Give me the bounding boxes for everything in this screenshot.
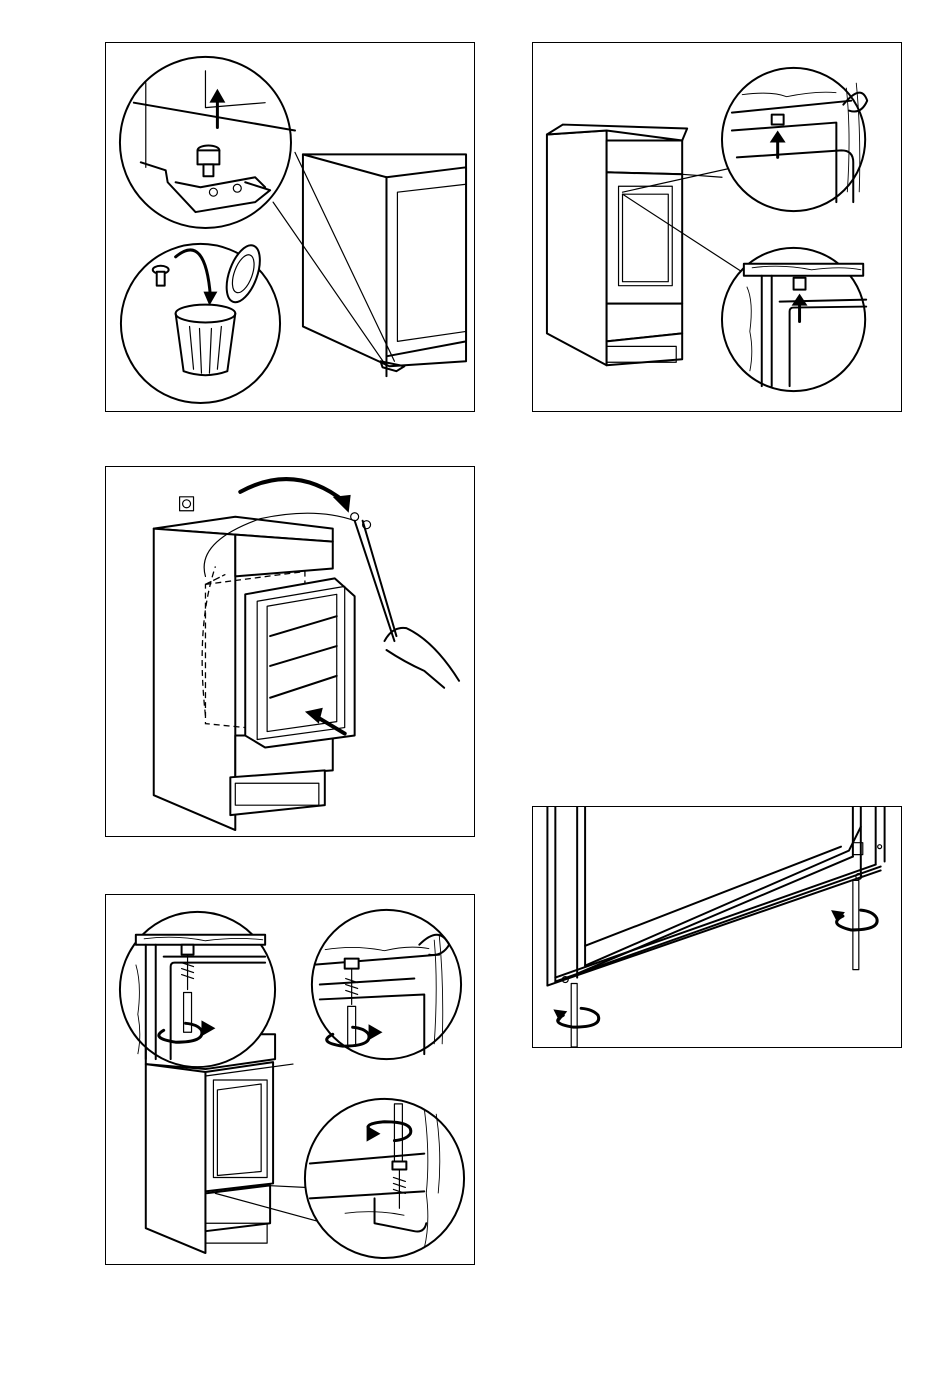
clip-icon bbox=[345, 959, 359, 969]
fix-screws-illustration bbox=[106, 895, 474, 1264]
niche-opening bbox=[205, 1062, 273, 1191]
power-socket-icon bbox=[180, 497, 194, 511]
magnifier-top-clip bbox=[722, 68, 865, 211]
appliance bbox=[245, 578, 354, 747]
curved-arrow-icon bbox=[240, 479, 344, 502]
screwdriver-icon bbox=[853, 880, 859, 969]
cabinet-side bbox=[154, 529, 236, 830]
figure-fix-screws bbox=[105, 894, 475, 1265]
figure-install-cabinet-clips bbox=[532, 42, 902, 412]
cabinet-opening bbox=[386, 167, 466, 356]
cabinet-side bbox=[547, 131, 607, 366]
clip-icon bbox=[772, 115, 784, 125]
figure-door-adjust-screws bbox=[532, 806, 902, 1048]
cabinet-side bbox=[146, 1064, 206, 1253]
push-appliance-illustration bbox=[106, 467, 474, 836]
hinge-pin-illustration bbox=[106, 43, 474, 411]
figure-remove-hinge-pin bbox=[105, 42, 475, 412]
screw-icon bbox=[392, 1162, 406, 1170]
door-adjust-illustration bbox=[533, 807, 901, 1047]
screw-icon bbox=[182, 945, 194, 955]
cabinet-clips-illustration bbox=[533, 43, 901, 411]
clip-icon bbox=[794, 278, 806, 290]
waste-bin-icon bbox=[176, 305, 236, 323]
figure-push-appliance-into-niche bbox=[105, 466, 475, 837]
niche-opening bbox=[607, 172, 683, 303]
screwdriver-icon bbox=[571, 984, 577, 1047]
